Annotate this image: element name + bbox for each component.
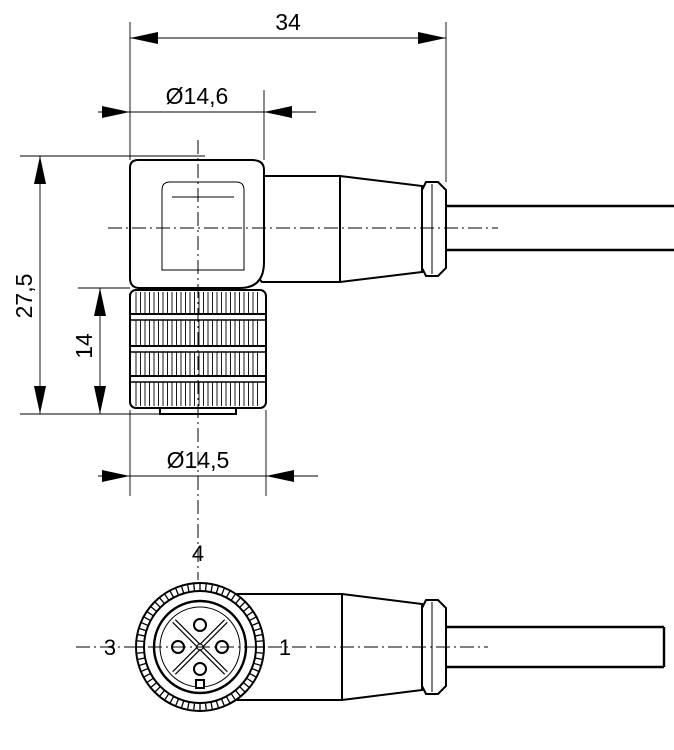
dimension-nut-diameter: Ø14,5	[98, 447, 318, 482]
cable-side	[446, 204, 674, 252]
knurl-tooth	[251, 621, 260, 627]
knurl-tooth	[180, 700, 185, 709]
pin-label-right: 1	[279, 635, 291, 660]
knurl-tooth	[210, 584, 214, 593]
knurl-tooth	[146, 677, 154, 684]
knurl-tooth	[186, 584, 190, 593]
knurl-tooth	[210, 701, 214, 710]
knurl-tooth	[137, 633, 146, 637]
knurl-tooth	[230, 693, 237, 701]
knurl-tooth	[246, 677, 254, 684]
knurl-tooth	[249, 616, 257, 622]
center-lines-side	[108, 140, 498, 580]
knurl-tooth	[249, 672, 257, 678]
knurl-tooth	[136, 640, 145, 643]
knurl-tooth	[225, 696, 231, 704]
knurl-tooth	[193, 702, 196, 711]
knurl-tooth	[146, 610, 154, 617]
dimension-height-label: 27,5	[11, 274, 37, 319]
dimension-nut-diameter-label: Ø14,5	[167, 447, 230, 473]
pin-label-left: 3	[104, 635, 116, 660]
boot-side	[339, 174, 423, 284]
side-view: 34 Ø14,6 27,5 14 Ø14,5	[11, 9, 674, 580]
knurl-tooth	[136, 651, 145, 654]
knurl-tooth	[246, 610, 254, 617]
pin-2-contact	[193, 662, 207, 676]
knurl-tooth	[242, 605, 250, 612]
knurl-tooth	[230, 593, 237, 601]
knurl-tooth	[154, 601, 161, 608]
knurl-tooth	[163, 593, 170, 601]
knurl-tooth	[137, 657, 146, 661]
knurl-tooth	[255, 640, 264, 643]
cable-front	[446, 625, 666, 669]
knurl-tooth	[180, 585, 185, 594]
knurl-tooth	[253, 662, 262, 667]
dimension-overall-length: 34	[130, 9, 446, 44]
knurl-tooth	[138, 662, 147, 667]
knurl-tooth	[239, 601, 246, 608]
knurl-tooth	[150, 682, 158, 689]
knurl-tooth	[140, 667, 149, 673]
knurl-tooth	[220, 587, 226, 596]
knurl-tooth	[204, 583, 207, 592]
knurl-tooth	[254, 657, 263, 661]
dimension-nut-height-label: 14	[71, 333, 97, 359]
knurl-tooth	[242, 682, 250, 689]
knurl-tooth	[140, 621, 149, 627]
knurl-tooth	[154, 686, 161, 693]
knurl-tooth	[204, 702, 207, 711]
knurl-tooth	[150, 605, 158, 612]
knurl-teeth	[136, 583, 264, 711]
knurl-tooth	[143, 672, 151, 678]
knurl-tooth	[253, 627, 262, 632]
knurl-tooth	[225, 590, 231, 598]
dimension-nut-height: 14	[71, 288, 106, 414]
knurl-tooth	[186, 701, 190, 710]
pin-label-top: 4	[192, 541, 204, 566]
knurl-tooth	[158, 597, 165, 605]
knurl-tooth	[251, 667, 260, 673]
knurl-tooth	[254, 633, 263, 637]
knurl-tooth	[169, 590, 175, 598]
knurl-tooth	[239, 686, 246, 693]
front-view: 4 3 1	[76, 541, 666, 712]
knurl-tooth	[193, 583, 196, 592]
knurl-tooth	[255, 651, 264, 654]
pin-4-contact	[193, 618, 207, 632]
knurl-tooth	[138, 627, 147, 632]
elbow-head-side	[129, 159, 265, 289]
knurl-lines	[135, 292, 258, 406]
knurl-tooth	[163, 693, 170, 701]
dimension-top-diameter: Ø14,6	[98, 83, 316, 118]
dimension-top-diameter-label: Ø14,6	[166, 83, 229, 109]
boot-ring-side	[421, 181, 447, 277]
knurl-tooth	[143, 616, 151, 622]
knurl-tooth	[235, 597, 242, 605]
knurl-tooth	[174, 587, 180, 596]
dimension-height: 27,5	[11, 156, 47, 414]
knurl-tooth	[174, 698, 180, 707]
knurl-tooth	[215, 585, 220, 594]
knurl-tooth	[158, 689, 165, 697]
knurl-tooth	[169, 696, 175, 704]
knurl-tooth	[215, 700, 220, 709]
dimension-overall-length-label: 34	[275, 9, 301, 35]
knurl-tooth	[220, 698, 226, 707]
knurl-tooth	[235, 689, 242, 697]
